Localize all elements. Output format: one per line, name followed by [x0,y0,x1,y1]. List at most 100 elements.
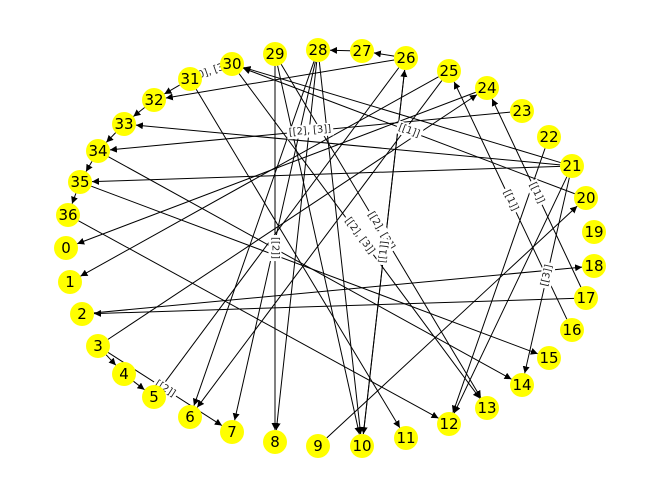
node-circle [437,412,461,436]
node-label: 32 [144,91,163,109]
edge-25-1 [80,76,439,277]
node-circle [56,203,80,227]
node-circle [350,434,374,458]
node-label: 3 [93,337,103,355]
node-circle [306,434,330,458]
node-33: 33 [112,112,136,136]
edge-32-33 [133,107,145,117]
node-20: 20 [574,186,598,210]
node-label: 11 [396,429,415,447]
node-7: 7 [220,420,244,444]
node-24: 24 [475,76,499,100]
edge-26-5 [160,67,400,388]
node-2: 2 [70,302,94,326]
edge-4-5 [133,380,145,391]
node-circle [394,46,418,70]
node-label: 19 [584,223,603,241]
node-circle [574,186,598,210]
node-label: 1 [65,273,75,291]
edge-21-35 [91,165,561,185]
edge-17-2 [93,297,575,317]
node-label: 21 [562,157,581,175]
node-label: 24 [477,79,496,97]
node-circle [263,430,287,454]
node-circle [394,426,418,450]
node-22: 22 [537,125,561,149]
node-35: 35 [68,170,92,194]
edge-label-text: [[3]] [539,263,555,287]
edge-33-34 [105,132,117,143]
node-circle [178,405,202,429]
node-circle [510,99,534,123]
node-3: 3 [86,334,110,358]
node-circle [220,52,244,76]
node-label: 15 [539,349,558,367]
edge-21-12 [453,176,568,414]
node-label: 26 [396,49,415,67]
node-circle [510,373,534,397]
node-13: 13 [475,396,499,420]
node-circle [86,334,110,358]
node-circle [574,286,598,310]
node-circle [537,125,561,149]
node-0: 0 [54,236,78,260]
node-19: 19 [582,220,606,244]
node-circle [178,67,202,91]
edge-25-6 [196,80,443,408]
node-4: 4 [112,362,136,386]
node-label: 14 [512,376,531,394]
node-label: 34 [88,142,107,160]
node-15: 15 [537,346,561,370]
edge-label-10-26: [[1]] [376,238,392,266]
node-circle [263,42,287,66]
edge-2-18 [93,264,583,314]
edge-label-text: [[2]] [270,237,281,259]
node-30: 30 [220,52,244,76]
edge-31-32 [164,84,180,95]
node-label: 13 [477,399,496,417]
node-label: 9 [313,437,323,455]
node-label: 5 [149,388,159,406]
node-label: 18 [584,257,603,275]
node-circle [54,236,78,260]
node-label: 10 [352,437,371,455]
node-27: 27 [350,39,374,63]
node-1: 1 [58,270,82,294]
node-label: 25 [439,62,458,80]
edge-28-8 [273,61,318,431]
node-12: 12 [437,412,461,436]
edge-label-21-14: [[3]] [537,261,557,290]
node-label: 12 [439,415,458,433]
node-29: 29 [263,42,287,66]
edge-label-23-34: [[2], [3]] [286,122,334,140]
node-label: 30 [222,55,241,73]
node-label: 20 [576,189,595,207]
node-label: 2 [77,305,87,323]
edge-3-4 [105,354,117,366]
node-circle [582,220,606,244]
node-circle [582,254,606,278]
node-21: 21 [560,154,584,178]
node-circle [350,39,374,63]
edge-label-29-8: [[2]] [268,235,282,262]
node-17: 17 [574,286,598,310]
node-5: 5 [142,385,166,409]
edge-label-text: [[2], [3]] [288,124,331,139]
node-circle [537,346,561,370]
node-label: 36 [58,206,77,224]
edge-28-6 [192,61,315,406]
edge-label-16-25: [[1]] [499,185,522,216]
node-label: 6 [185,408,195,426]
node-circle [475,396,499,420]
node-circle [86,139,110,163]
node-label: 35 [70,173,89,191]
node-16: 16 [560,318,584,342]
edge-28-10 [318,61,364,435]
node-label: 16 [562,321,581,339]
node-26: 26 [394,46,418,70]
node-18: 18 [582,254,606,278]
node-circle [306,38,330,62]
edge-35-36 [71,193,78,204]
